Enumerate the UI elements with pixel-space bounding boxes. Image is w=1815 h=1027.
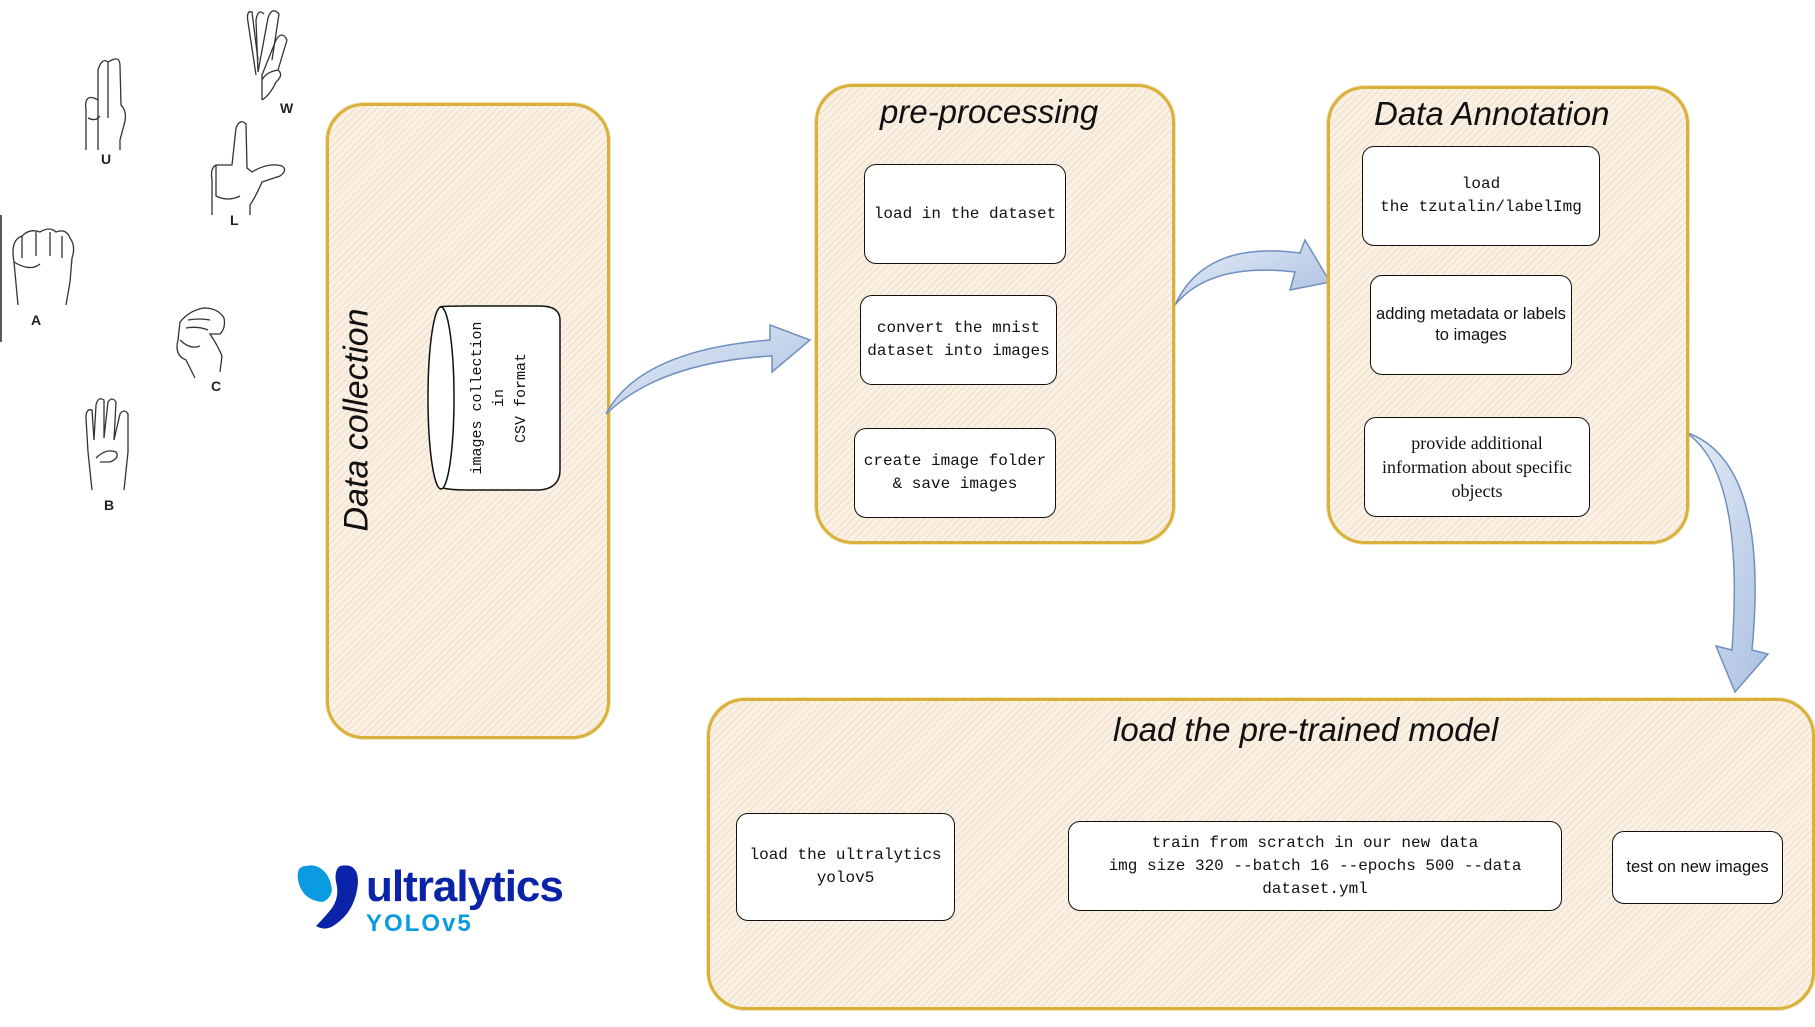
annotation-step-load-line-1: load [1461, 175, 1501, 193]
preprocess-step-load: load in the dataset [864, 164, 1066, 264]
preprocess-step-save: create image folder & save images [854, 428, 1056, 518]
hand-l-icon [210, 121, 286, 215]
model-step-train-line-1: train from scratch in our new data [1151, 833, 1479, 852]
hand-w-label: W [280, 100, 294, 116]
arrow-preprocessing-to-annotation [1174, 238, 1332, 306]
hand-signs-illustration [0, 10, 288, 491]
hand-c-icon [176, 307, 226, 379]
csv-database-line-3: CSV format [513, 353, 530, 444]
hand-c-label: C [211, 378, 222, 394]
hand-u-icon [85, 58, 127, 150]
pre-processing-title: pre-processing [880, 93, 1099, 130]
ultralytics-logo-subtext: YOLOv5 [366, 910, 473, 937]
csv-database-label: images collection in CSV format [467, 321, 533, 474]
annotation-step-add-labels: adding metadata or labels to images [1370, 275, 1572, 375]
hand-l-label: L [230, 212, 239, 228]
csv-database-line-2: in [491, 389, 508, 408]
hand-b-icon [85, 398, 129, 491]
hand-b-label: B [104, 497, 115, 513]
annotation-step-load-line-2: the tzutalin/labelImg [1380, 198, 1582, 216]
model-step-load-yolov5: load the ultralytics yolov5 [736, 813, 955, 921]
pretrained-model-title: load the pre-trained model [1113, 711, 1499, 748]
hand-a-icon [12, 228, 75, 306]
arrow-annotation-to-model [1684, 431, 1770, 694]
data-annotation-title: Data Annotation [1374, 95, 1610, 132]
csv-database-icon [427, 305, 561, 491]
annotation-step-load-labelimg: load the tzutalin/labelImg [1362, 146, 1600, 246]
annotation-step-extra-info: provide additional information about spe… [1364, 417, 1590, 517]
ultralytics-logo-mark-icon [297, 865, 358, 929]
model-step-train: train from scratch in our new data img s… [1068, 821, 1562, 911]
csv-database-line-1: images collection [469, 321, 486, 475]
hand-u-label: U [101, 151, 112, 167]
preprocess-step-convert: convert the mnist dataset into images [860, 295, 1057, 385]
model-step-train-line-2: img size 320 --batch 16 --epochs 500 --d… [1108, 856, 1522, 898]
ultralytics-logo-text: ultralytics [366, 862, 564, 911]
model-step-test: test on new images [1612, 831, 1783, 904]
hand-w-icon [246, 10, 288, 101]
arrow-collection-to-preprocessing [605, 323, 812, 415]
hand-a-label: A [31, 312, 42, 328]
